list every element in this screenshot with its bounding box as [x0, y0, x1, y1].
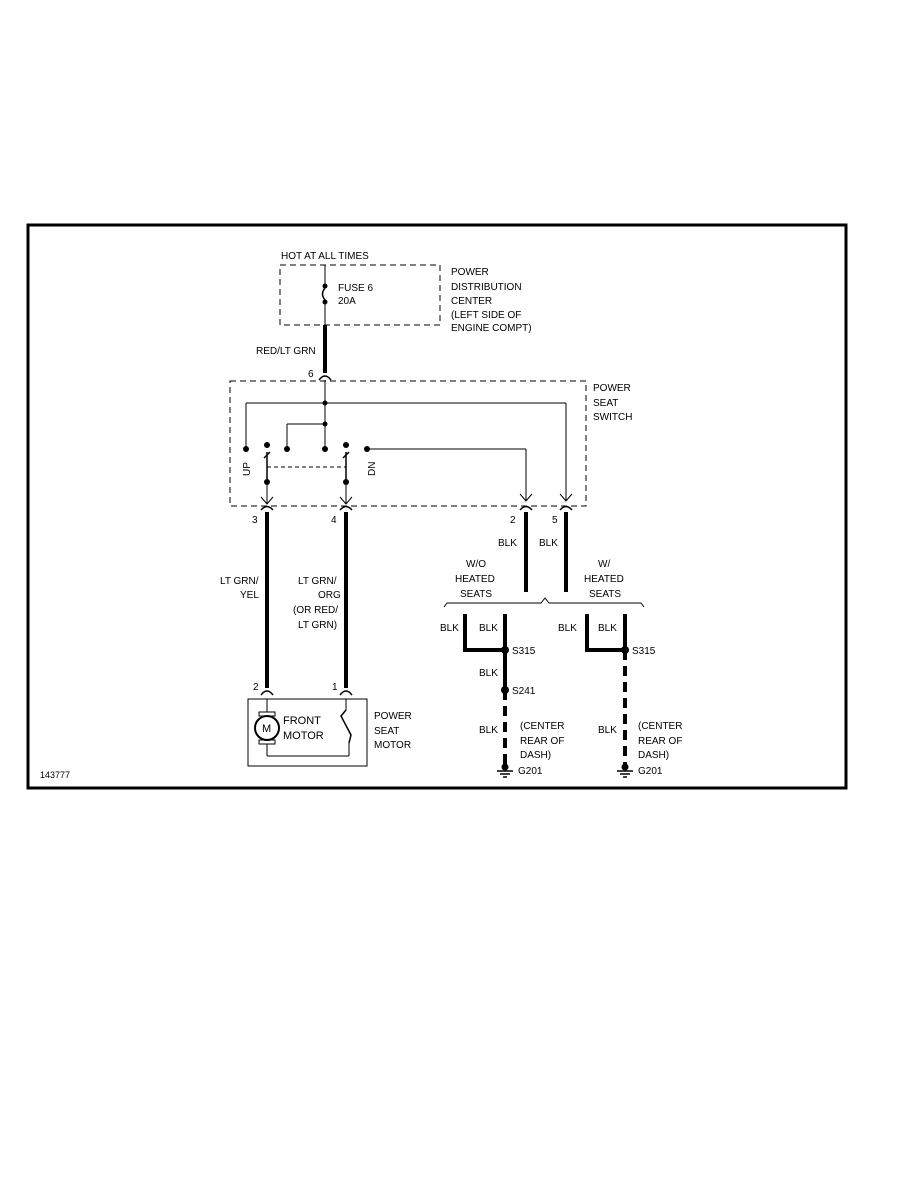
wire-blk-pin-5-label: BLK	[539, 538, 558, 549]
power-seat-motor-box	[247, 698, 368, 767]
svg-text:(CENTER: (CENTER	[520, 721, 564, 732]
switch-pin-4-label: 4	[331, 515, 337, 526]
svg-text:SWITCH: SWITCH	[593, 412, 632, 423]
fuse-rating-label: 20A	[338, 296, 356, 307]
svg-text:REAR OF: REAR OF	[638, 736, 682, 747]
fuse-name-label: FUSE 6	[338, 283, 373, 294]
switch-up-label: UP	[242, 462, 253, 476]
wo-blk-lower-label: BLK	[479, 725, 498, 736]
power-seat-switch-box	[229, 380, 587, 507]
w-blk-right-label: BLK	[598, 623, 617, 634]
svg-text:LT GRN/: LT GRN/	[298, 576, 337, 587]
svg-text:POWER: POWER	[451, 267, 489, 278]
svg-text:SEATS: SEATS	[589, 589, 621, 600]
wo-g201-label: G201	[518, 766, 543, 777]
wo-heated-branch	[463, 614, 509, 765]
svg-text:MOTOR: MOTOR	[374, 740, 411, 751]
motor-connectors	[260, 690, 353, 696]
svg-text:SEATS: SEATS	[460, 589, 492, 600]
power-seat-switch-label: POWER SEAT SWITCH	[593, 383, 632, 423]
switch-internal-wiring	[243, 380, 573, 505]
switch-pin-5-label: 5	[552, 515, 558, 526]
option-bracket	[443, 597, 645, 608]
power-seat-motor-label: POWER SEAT MOTOR	[374, 711, 412, 751]
motor-m-symbol-label: M	[262, 723, 271, 735]
w-heated-branch	[585, 614, 629, 765]
pdc-label: POWER DISTRIBUTION CENTER (LEFT SIDE OF …	[451, 267, 532, 334]
svg-text:YEL: YEL	[240, 590, 259, 601]
svg-text:SEAT: SEAT	[593, 398, 618, 409]
svg-text:SEAT: SEAT	[374, 726, 399, 737]
svg-text:(CENTER: (CENTER	[638, 721, 682, 732]
svg-text:(LEFT SIDE OF: (LEFT SIDE OF	[451, 310, 521, 321]
wo-heated-seats-label: W/O HEATED SEATS	[455, 559, 495, 600]
wire-red-lt-grn-label: RED/LT GRN	[256, 346, 316, 357]
switch-bottom-connectors	[260, 505, 573, 511]
svg-text:DASH): DASH)	[520, 750, 551, 761]
svg-text:W/O: W/O	[466, 559, 486, 570]
svg-text:HEATED: HEATED	[455, 574, 495, 585]
motor-pin-1-label: 1	[332, 682, 338, 693]
svg-text:POWER: POWER	[593, 383, 631, 394]
w-g201-label: G201	[638, 766, 663, 777]
wo-ground-symbol	[497, 763, 513, 778]
wo-s315-label: S315	[512, 646, 536, 657]
motor-pin-2-label: 2	[253, 682, 259, 693]
svg-text:W/: W/	[598, 559, 610, 570]
w-heated-seats-label: W/ HEATED SEATS	[584, 559, 624, 600]
diagram-frame	[26, 223, 848, 790]
w-ground-symbol	[617, 763, 633, 778]
svg-text:MOTOR: MOTOR	[283, 730, 324, 742]
wo-blk-right-label: BLK	[479, 623, 498, 634]
svg-text:DISTRIBUTION: DISTRIBUTION	[451, 282, 522, 293]
fuse-6	[321, 265, 328, 325]
front-motor-label: FRONT MOTOR	[283, 715, 324, 742]
wire-lt-grn-org-label: LT GRN/ ORG (OR RED/ LT GRN)	[293, 576, 341, 631]
wo-blk-mid-label: BLK	[479, 668, 498, 679]
svg-text:CENTER: CENTER	[451, 296, 492, 307]
wo-blk-left-label: BLK	[440, 623, 459, 634]
w-s315-label: S315	[632, 646, 656, 657]
s241-label: S241	[512, 686, 536, 697]
switch-pin-2-label: 2	[510, 515, 516, 526]
hot-at-all-times-label: HOT AT ALL TIMES	[281, 251, 369, 262]
pdc-box	[279, 264, 441, 326]
svg-text:FRONT: FRONT	[283, 715, 321, 727]
wire-lt-grn-yel-label: LT GRN/ YEL	[220, 576, 259, 601]
svg-text:POWER: POWER	[374, 711, 412, 722]
motor-internal-wiring	[266, 699, 352, 757]
svg-text:LT GRN): LT GRN)	[298, 620, 337, 631]
wire-blk-pin-2-label: BLK	[498, 538, 517, 549]
w-blk-left-label: BLK	[558, 623, 577, 634]
svg-text:DASH): DASH)	[638, 750, 669, 761]
w-center-rear-dash-label: (CENTER REAR OF DASH)	[638, 721, 682, 761]
connector-pin-6	[318, 375, 332, 381]
figure-id: 143777	[40, 770, 70, 780]
svg-text:(OR RED/: (OR RED/	[293, 605, 338, 616]
switch-pin-6-label: 6	[308, 369, 314, 380]
motor-symbol	[254, 711, 280, 745]
switch-pin-3-label: 3	[252, 515, 258, 526]
svg-text:ORG: ORG	[318, 590, 341, 601]
switch-dn-label: DN	[367, 462, 378, 476]
svg-text:HEATED: HEATED	[584, 574, 624, 585]
svg-text:ENGINE COMPT): ENGINE COMPT)	[451, 323, 532, 334]
w-blk-lower-label: BLK	[598, 725, 617, 736]
svg-text:LT GRN/: LT GRN/	[220, 576, 259, 587]
wo-center-rear-dash-label: (CENTER REAR OF DASH)	[520, 721, 564, 761]
svg-text:REAR OF: REAR OF	[520, 736, 564, 747]
